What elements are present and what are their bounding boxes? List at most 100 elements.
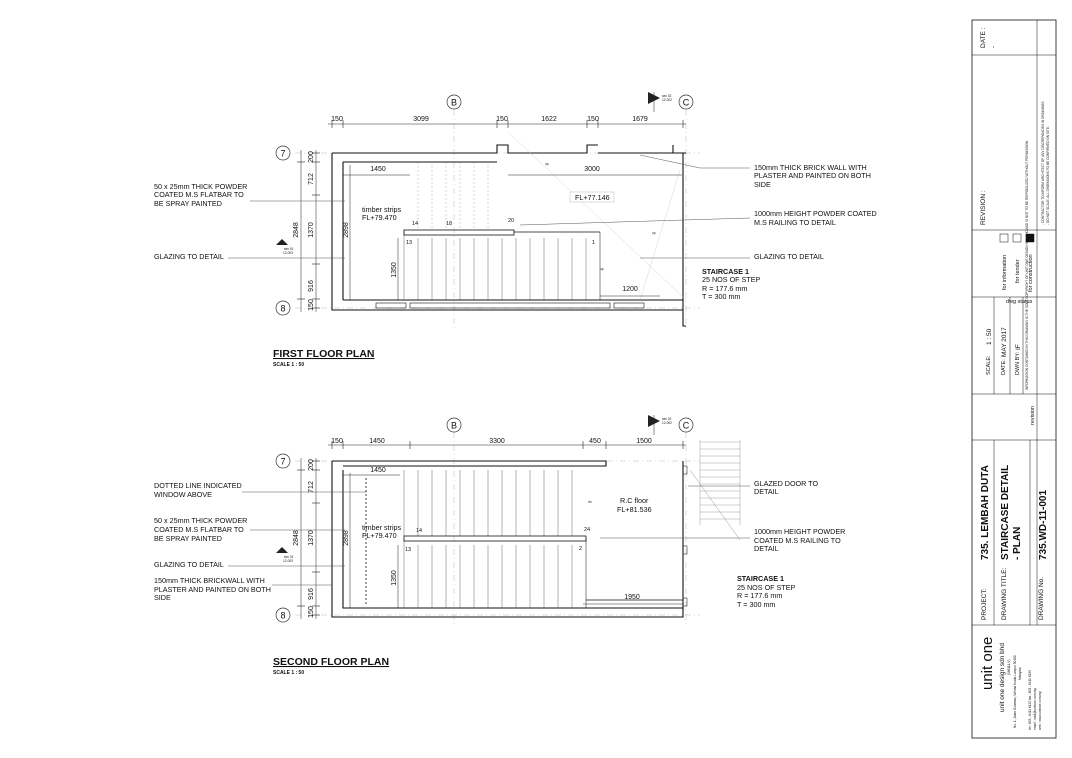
- walls: [331, 144, 686, 327]
- dim-text: 1679: [632, 116, 648, 123]
- svg-text:712: 712: [308, 481, 315, 493]
- svg-text:1500: 1500: [636, 438, 652, 445]
- svg-text:1370: 1370: [308, 530, 315, 546]
- svg-text:- PLAN: - PLAN: [1012, 527, 1023, 560]
- svg-text:25 NOS OF STEP: 25 NOS OF STEP: [737, 583, 796, 592]
- svg-text:sec 01: sec 01: [284, 247, 294, 251]
- svg-text:- CONTRACTOR TO INFORM ARCHITE: - CONTRACTOR TO INFORM ARCHITECT OF ANY …: [1041, 102, 1045, 226]
- date-value: -: [990, 46, 997, 48]
- svg-text:712: 712: [308, 173, 315, 185]
- svg-text:INFORMATION CONTAINED IN THIS: INFORMATION CONTAINED IN THIS DRAWING IS…: [1025, 140, 1029, 390]
- svg-text:BE SPRAY PAINTED: BE SPRAY PAINTED: [154, 534, 222, 543]
- svg-text:PLASTER AND PAINTED ON BOTH: PLASTER AND PAINTED ON BOTH: [754, 171, 871, 180]
- grid-label-8: 8: [280, 304, 285, 314]
- drawing-number: 735.WD-11-001: [1038, 490, 1049, 560]
- left-dimension-chain: 200 712 1370 916 150 2848 2898 1350: [293, 458, 399, 619]
- svg-text:7: 7: [280, 457, 285, 467]
- svg-text:COATED M.S RAILING TO: COATED M.S RAILING TO: [754, 536, 841, 545]
- svg-text:R = 177.6 mm: R = 177.6 mm: [737, 591, 782, 600]
- svg-text:DETAIL: DETAIL: [754, 487, 779, 496]
- stair-beyond: [699, 440, 741, 525]
- grid-bubble-c: [678, 94, 694, 110]
- title-block: DATE : - REVISION : - CONTRACTOR TO INFO…: [971, 19, 1057, 739]
- date-label: DATE :: [980, 27, 987, 48]
- grid-label-7: 7: [280, 149, 285, 159]
- dim-text: 150: [587, 116, 599, 123]
- svg-text:DOTTED LINE INDICATED: DOTTED LINE INDICATED: [154, 481, 242, 490]
- grid-label-b: B: [451, 98, 457, 108]
- dim-text: 150: [496, 116, 508, 123]
- svg-text:PROJECT:: PROJECT:: [981, 588, 988, 620]
- dim-text: 1622: [541, 116, 557, 123]
- svg-text:sec 02: sec 02: [662, 94, 672, 98]
- plan-scale: SCALE 1 : 50: [273, 670, 304, 676]
- svg-text:12-003: 12-003: [283, 559, 293, 563]
- svg-text:200: 200: [308, 151, 315, 163]
- svg-text:50 x 25mm THICK POWDER: 50 x 25mm THICK POWDER: [154, 516, 247, 525]
- svg-text:Malaysia: Malaysia: [1018, 667, 1022, 680]
- svg-text:450: 450: [589, 438, 601, 445]
- svg-text:web : www.unitone.com.my: web : www.unitone.com.my: [1038, 691, 1042, 730]
- svg-text:1370: 1370: [308, 222, 315, 238]
- drawing-title: STAIRCASE DETAIL: [1000, 465, 1011, 560]
- svg-text:2898: 2898: [343, 222, 350, 238]
- svg-text:1450: 1450: [370, 467, 386, 474]
- grid-bubble-b: [446, 417, 462, 433]
- project-name: 735. LEMBAH DUTA: [980, 465, 991, 560]
- svg-text:3300: 3300: [489, 438, 505, 445]
- svg-text:STAIRCASE 1: STAIRCASE 1: [737, 574, 784, 583]
- svg-text:GLAZED DOOR TO: GLAZED DOOR TO: [754, 479, 818, 488]
- plan-scale: SCALE 1 : 50: [273, 362, 304, 368]
- svg-text:1350: 1350: [391, 570, 398, 586]
- grid-bubble-c: [678, 417, 694, 433]
- grid-label-c: C: [683, 98, 690, 108]
- svg-text:FL+79.470: FL+79.470: [362, 213, 397, 222]
- svg-text:C: C: [683, 421, 690, 431]
- section-marker-left: sec 01 12-003: [276, 547, 294, 563]
- svg-text:FL+77.146: FL+77.146: [575, 193, 610, 202]
- svg-text:1450: 1450: [370, 166, 386, 173]
- svg-text:unit one design sdn bhd: unit one design sdn bhd: [999, 643, 1006, 712]
- top-dimension-chain: 150 3099 150 1622 150 1679: [328, 116, 686, 128]
- second-floor-plan: B C 7 8 150 1450 3300 450 1500 sec 02 12…: [154, 415, 845, 676]
- status-checkbox: [999, 233, 1009, 243]
- svg-text:(566111-V): (566111-V): [1007, 660, 1011, 675]
- svg-text:13: 13: [405, 547, 411, 553]
- svg-text:timber strips: timber strips: [362, 205, 402, 214]
- section-marker-top: sec 02 12-002: [648, 92, 672, 112]
- svg-text:12-003: 12-003: [283, 251, 293, 255]
- railing: [403, 229, 601, 300]
- svg-text:916: 916: [308, 588, 315, 600]
- svg-text:50 x 25mm THICK POWDER: 50 x 25mm THICK POWDER: [154, 182, 247, 191]
- svg-text:dn: dn: [588, 500, 592, 504]
- svg-text:BE SPRAY PAINTED: BE SPRAY PAINTED: [154, 199, 222, 208]
- svg-text:tel : 603 - 6411 6122 fax :: tel : 603 - 6411 6122 fax : 603 - 6411 6…: [1028, 670, 1032, 730]
- svg-text:2848: 2848: [293, 222, 300, 238]
- svg-text:12-002: 12-002: [662, 421, 672, 425]
- section-marker-left: sec 01 12-003: [276, 239, 294, 255]
- svg-text:- DO NOT SCALE. ALL DIMENSION: - DO NOT SCALE. ALL DIMENSIONS TO BE CON…: [1046, 126, 1050, 225]
- svg-text:18: 18: [446, 221, 452, 227]
- glazing: [375, 302, 645, 309]
- glazed-door: [682, 465, 741, 607]
- svg-text:B: B: [451, 421, 457, 431]
- svg-text:MAY 2017: MAY 2017: [1001, 327, 1008, 357]
- svg-text:dwg status: dwg status: [1006, 299, 1033, 305]
- svg-text:for construction: for construction: [1028, 254, 1034, 292]
- walls: [331, 460, 684, 618]
- svg-text:revision: revision: [1030, 406, 1036, 425]
- svg-text:up: up: [652, 231, 656, 235]
- svg-text:up: up: [545, 162, 549, 166]
- svg-text:14: 14: [412, 221, 418, 227]
- railing: [403, 535, 683, 608]
- svg-text:25 NOS OF STEP: 25 NOS OF STEP: [702, 275, 761, 284]
- dim-text: 3099: [413, 116, 429, 123]
- svg-text:COATED M.S FLATBAR TO: COATED M.S FLATBAR TO: [154, 190, 244, 199]
- svg-text:email : mail@unitone.com.my: email : mail@unitone.com.my: [1033, 688, 1037, 730]
- svg-text:T = 300 mm: T = 300 mm: [737, 600, 775, 609]
- svg-text:SCALE:: SCALE:: [986, 355, 992, 375]
- svg-text:DRAWING No.: DRAWING No.: [1038, 577, 1045, 620]
- svg-text:20: 20: [508, 218, 514, 224]
- section-marker-top: sec 02 12-002: [648, 415, 672, 435]
